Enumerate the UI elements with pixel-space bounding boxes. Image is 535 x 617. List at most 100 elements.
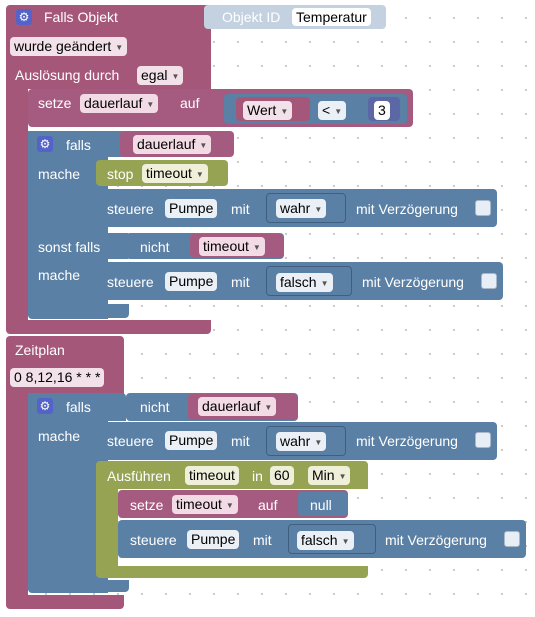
dropdown-arrow-icon: ▼ [338,472,347,481]
if-block-footer [28,304,129,318]
condition-value: wurde geändert [14,38,112,54]
dropdown-arrow-icon: ▼ [314,438,323,447]
dropdown-arrow-icon: ▼ [171,72,180,81]
trigger-value: egal [141,67,168,83]
control-label: steuere [107,274,154,290]
control-device-field[interactable]: Pumpe [187,530,240,549]
set-variable-value: timeout [176,496,222,512]
dropdown-arrow-icon: ▼ [280,107,289,116]
dropdown-arrow-icon: ▼ [264,403,273,412]
if-block-footer [28,580,129,592]
cron-field[interactable]: 0 8,12,16 * * * [10,368,105,387]
number-field[interactable]: 3 [374,101,390,120]
dropdown-arrow-icon: ▼ [314,205,323,214]
timeout-unit-dropdown[interactable]: Min▼ [308,466,351,485]
control-mit-label: mit [231,433,250,449]
value-label: Wert [247,102,277,118]
timeout-in-label: in [252,468,263,484]
set-variable-dropdown[interactable]: timeout▼ [172,495,238,514]
timeout-label: Ausführen [107,468,171,484]
event-title: Falls Objekt [44,9,118,25]
delay-label: mit Verzögerung [356,201,458,217]
if-falls-label: falls [66,137,91,153]
operator-value: < [322,102,331,118]
schedule-title: Zeitplan [15,342,65,358]
settings-gear-icon[interactable]: ⚙ [37,136,53,152]
if-condition-dropdown[interactable]: dauerlauf▼ [133,135,212,154]
trigger-dropdown[interactable]: egal▼ [137,66,184,85]
dropdown-arrow-icon: ▼ [146,100,155,109]
value-dropdown[interactable]: Wert▼ [243,101,293,120]
delay-checkbox[interactable] [475,432,491,448]
elseif-label: sonst falls [38,239,101,255]
event-block-spine [6,85,28,325]
set-label: setze [130,497,164,513]
bool-dropdown[interactable]: falsch▼ [276,273,333,292]
if-mache-label: mache [38,428,81,444]
control-device-field[interactable]: Pumpe [165,272,218,291]
control-mit-label: mit [253,532,272,548]
timeout-variable-field[interactable]: timeout [185,466,239,485]
condition-dropdown[interactable]: wurde geändert▼ [10,37,128,56]
if-mache-label: mache [38,166,81,182]
bool-value: wahr [280,200,311,216]
if-falls-label: falls [66,399,91,415]
set-variable-value: dauerlauf [84,95,143,111]
delay-label: mit Verzögerung [356,433,458,449]
dropdown-arrow-icon: ▼ [252,243,261,252]
control-label: steuere [107,201,154,217]
not-condition-dropdown[interactable]: dauerlauf▼ [198,397,277,416]
trigger-label: Auslösung durch [15,67,120,83]
not-label: nicht [140,399,170,415]
not-condition-value: timeout [203,238,249,254]
not-condition-dropdown[interactable]: timeout▼ [199,237,265,256]
dropdown-arrow-icon: ▼ [225,501,234,510]
if-block[interactable] [28,393,108,593]
timeout-block-footer [96,566,368,578]
null-value: null [310,497,332,513]
control-label: steuere [107,433,154,449]
bool-value: falsch [301,532,338,548]
set-label: setze [38,95,72,111]
control-label: steuere [130,532,177,548]
delay-checkbox[interactable] [481,273,497,289]
dropdown-arrow-icon: ▼ [199,141,208,150]
not-condition-value: dauerlauf [202,398,261,414]
delay-checkbox[interactable] [475,200,491,216]
stop-variable-value: timeout [146,165,192,181]
timeout-unit-value: Min [312,467,335,483]
object-id-label: Objekt ID [222,9,281,25]
dropdown-arrow-icon: ▼ [334,107,343,116]
if-block[interactable] [28,131,108,319]
schedule-block-footer [6,595,124,609]
bool-value: wahr [280,433,311,449]
delay-checkbox[interactable] [504,531,520,547]
set-auf-label: auf [258,497,278,513]
control-device-field[interactable]: Pumpe [165,431,218,450]
settings-gear-icon[interactable]: ⚙ [16,9,32,25]
control-mit-label: mit [231,201,250,217]
not-label: nicht [140,239,170,255]
stop-label: stop [107,166,134,182]
delay-label: mit Verzögerung [385,532,487,548]
bool-value: falsch [280,274,317,290]
dropdown-arrow-icon: ▼ [195,170,204,179]
stop-variable-dropdown[interactable]: timeout▼ [142,164,208,183]
set-auf-label: auf [180,95,200,111]
bool-dropdown[interactable]: wahr▼ [276,199,327,218]
timeout-amount-field[interactable]: 60 [270,466,294,485]
bool-dropdown[interactable]: wahr▼ [276,432,327,451]
set-variable-dropdown[interactable]: dauerlauf▼ [80,94,159,113]
event-block-footer [6,320,211,334]
if-condition-value: dauerlauf [137,136,196,152]
operator-dropdown[interactable]: <▼ [318,101,347,120]
dropdown-arrow-icon: ▼ [320,279,329,288]
elseif-header [108,233,128,259]
object-id-field[interactable]: Temperatur [292,8,371,26]
dropdown-arrow-icon: ▼ [115,43,124,52]
control-device-field[interactable]: Pumpe [165,199,218,218]
control-mit-label: mit [231,274,250,290]
settings-gear-icon[interactable]: ⚙ [37,398,53,414]
null-block[interactable] [298,492,348,516]
bool-dropdown[interactable]: falsch▼ [297,531,354,550]
